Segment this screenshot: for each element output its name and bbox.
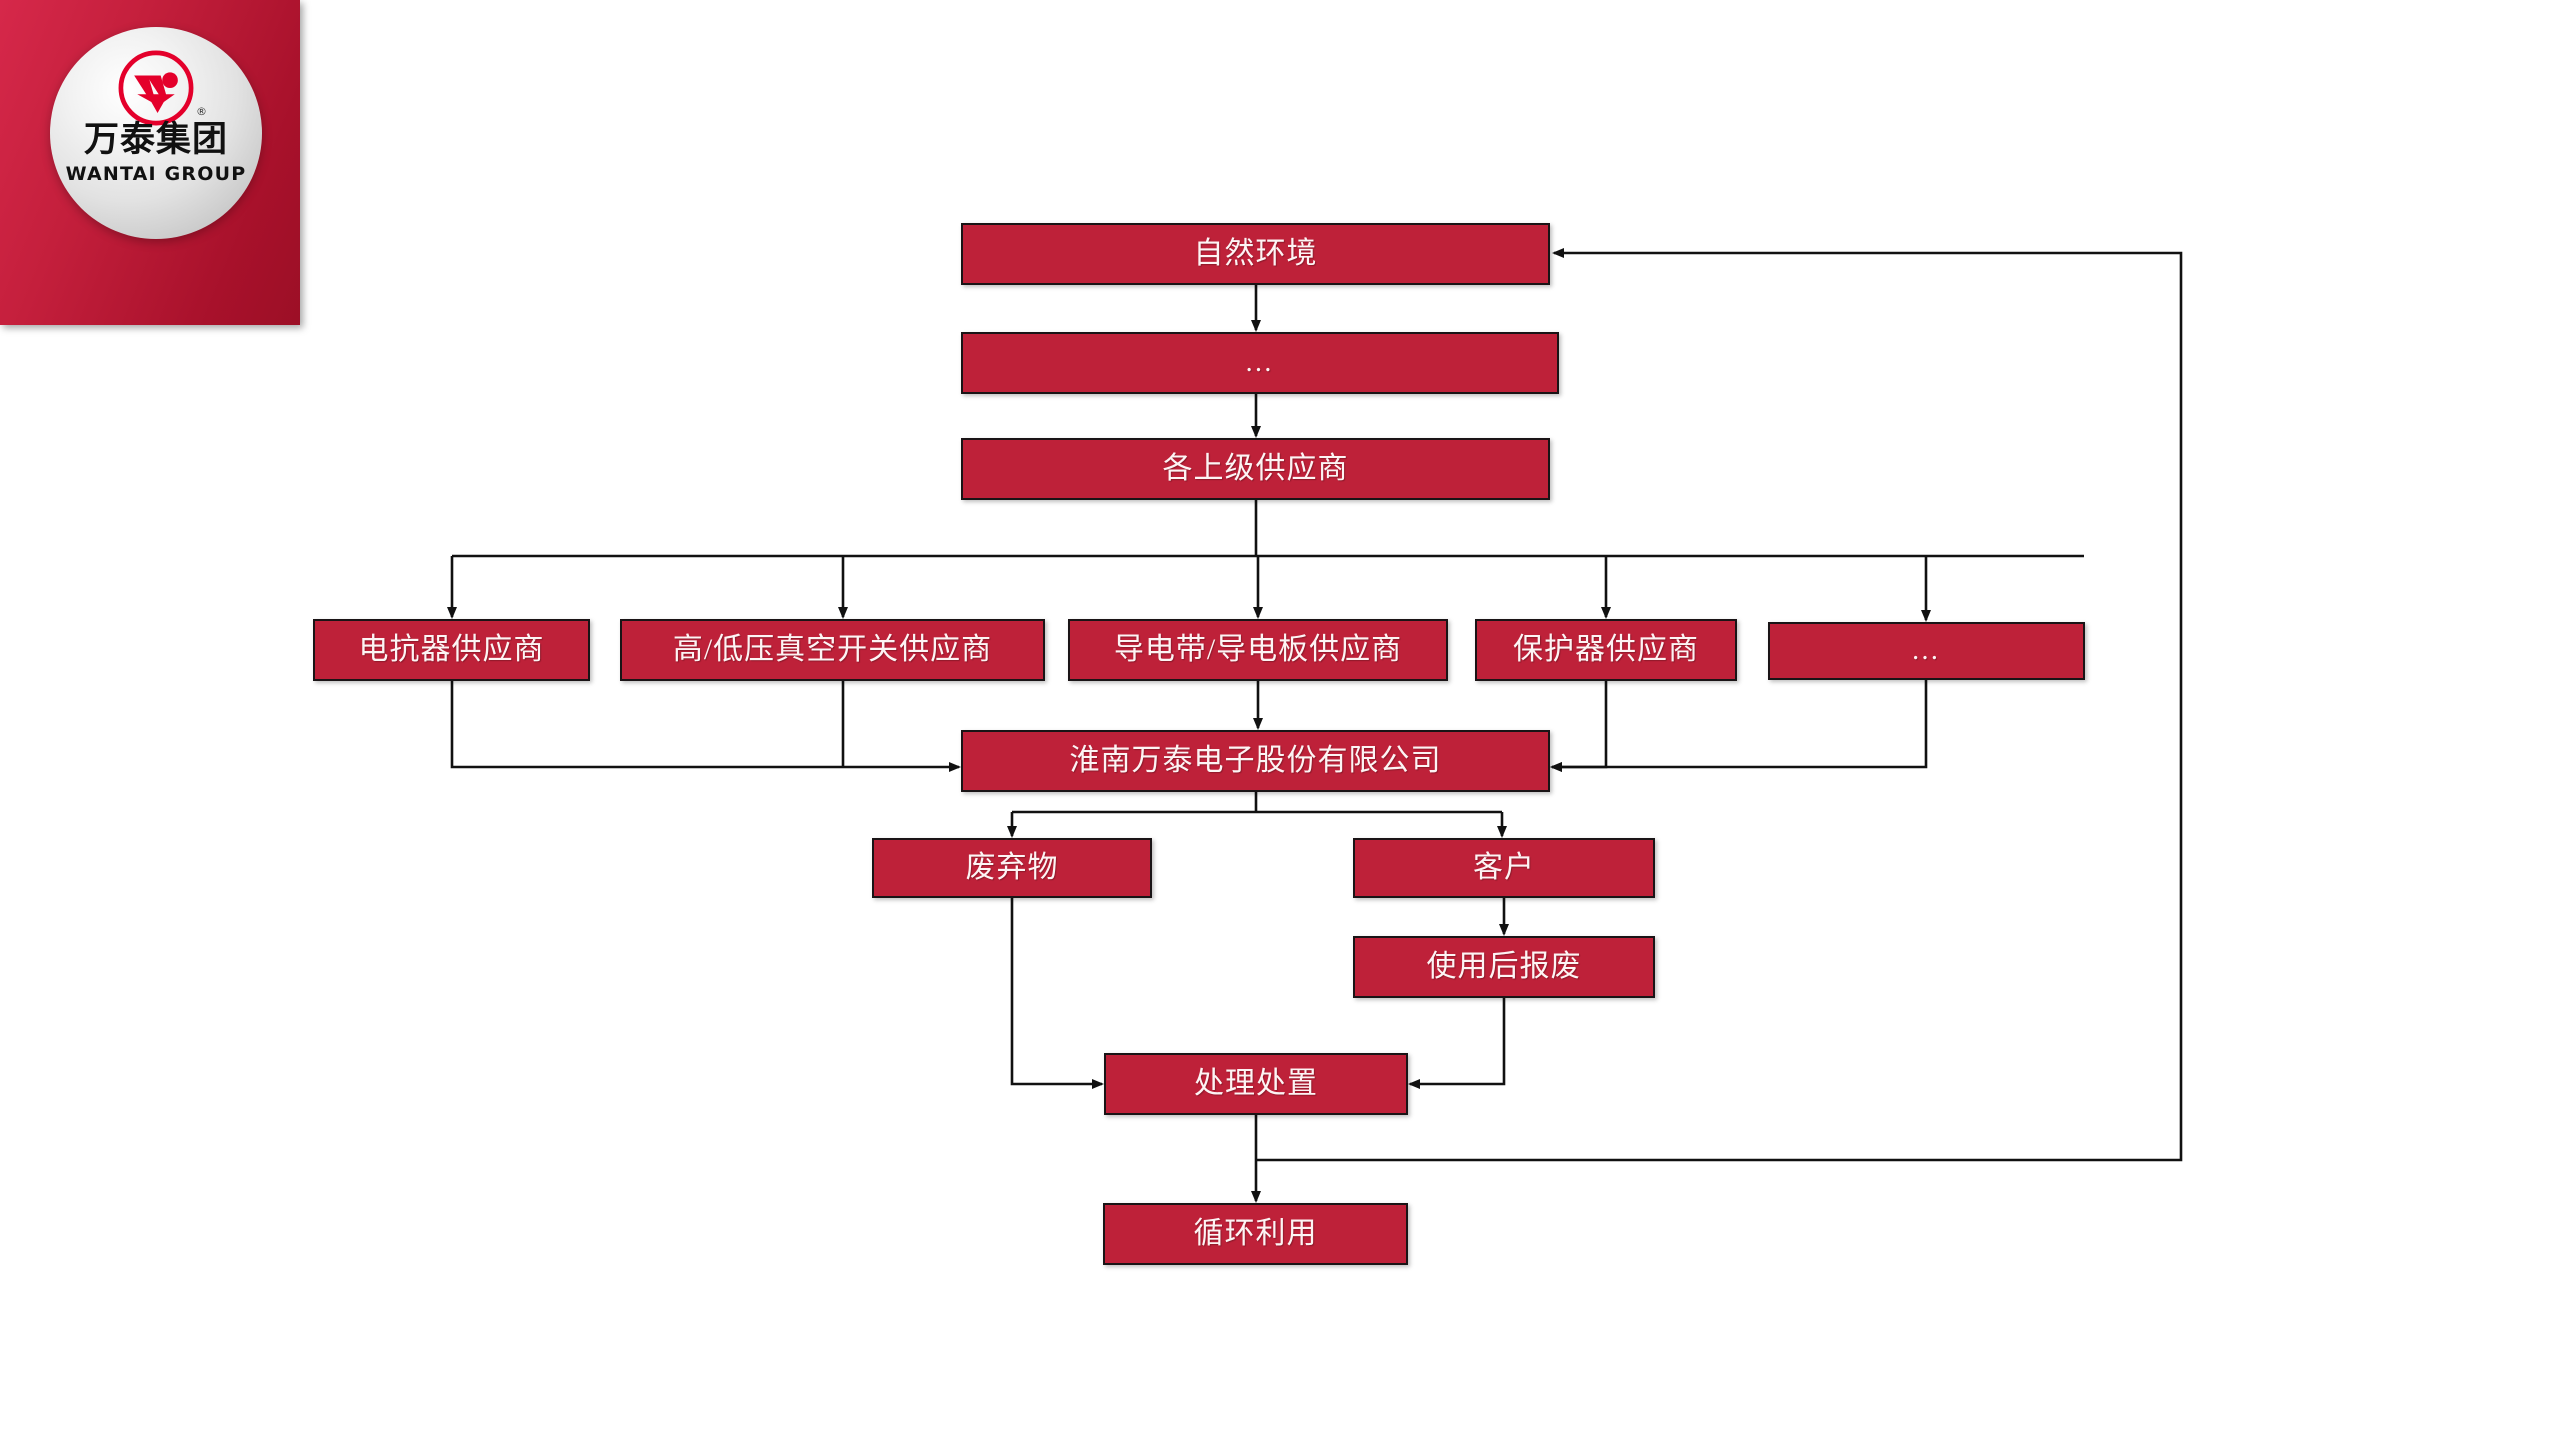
edge-supplier4-to-company (1550, 681, 1608, 772)
node-scrapped-after-use[interactable]: 使用后报废 (1353, 936, 1655, 998)
node-huainan-wantai-company[interactable]: 淮南万泰电子股份有限公司 (961, 730, 1550, 792)
logo-chinese-name: 万泰集团 (83, 120, 228, 160)
registered-trademark-icon: ® (196, 105, 207, 118)
wantai-logo-panel: ® 万泰集团 WANTAI GROUP (0, 0, 300, 325)
node-ellipsis-upstream[interactable]: … (961, 332, 1559, 394)
wantai-emblem-icon (118, 50, 194, 126)
edge-treatment-to-nature-feedback (1256, 248, 2183, 1162)
edge-supplier5-to-company (1550, 680, 1928, 772)
edge-scrapped-to-treatment (1408, 998, 1506, 1089)
node-reactor-supplier[interactable]: 电抗器供应商 (313, 619, 590, 681)
logo-ball: ® 万泰集团 WANTAI GROUP (50, 27, 262, 239)
node-upper-suppliers[interactable]: 各上级供应商 (961, 438, 1550, 500)
node-treatment-disposal[interactable]: 处理处置 (1104, 1053, 1408, 1115)
node-conductive-plate-supplier[interactable]: 导电带/导电板供应商 (1068, 619, 1448, 681)
node-nature-environment[interactable]: 自然环境 (961, 223, 1550, 285)
node-waste[interactable]: 废弃物 (872, 838, 1152, 898)
node-customer[interactable]: 客户 (1353, 838, 1655, 898)
node-ellipsis-supplier[interactable]: … (1768, 622, 2085, 680)
node-vacuum-switch-supplier[interactable]: 高/低压真空开关供应商 (620, 619, 1045, 681)
logo-english-name: WANTAI GROUP (65, 163, 247, 185)
edge-waste-to-treatment (1010, 898, 1104, 1089)
node-recycling[interactable]: 循环利用 (1103, 1203, 1408, 1265)
node-protector-supplier[interactable]: 保护器供应商 (1475, 619, 1737, 681)
edge-supplier1-to-company (450, 681, 961, 772)
